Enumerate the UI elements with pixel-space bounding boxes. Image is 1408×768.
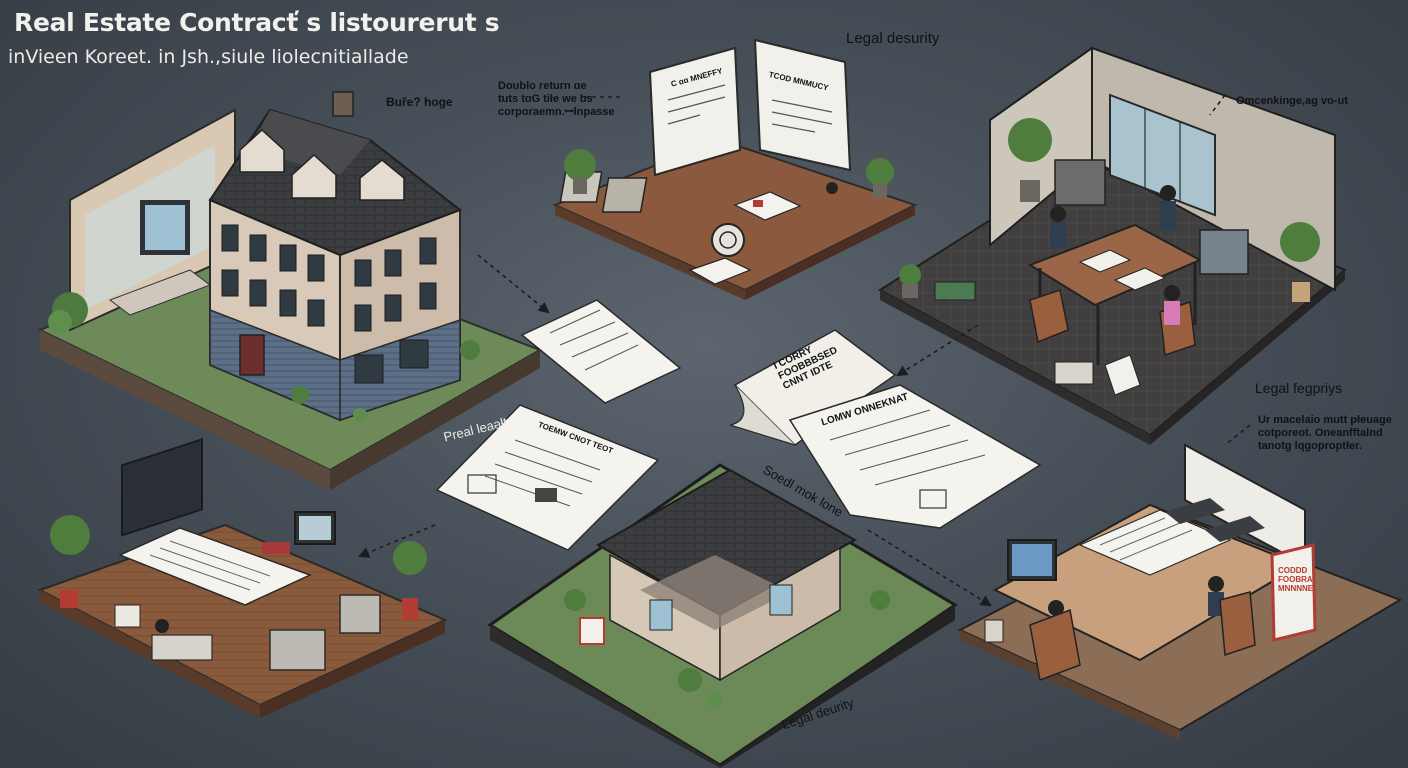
house-scene (37, 91, 543, 490)
office-scene (878, 46, 1347, 445)
home-office-scene (37, 438, 448, 718)
arrow-house-to-doc (477, 254, 550, 314)
document-center-left-top (520, 299, 682, 404)
label-double-return: Doublo return ɑe tuts tɑG tiłe we bs cor… (498, 80, 615, 118)
leader-registry (1224, 424, 1251, 446)
label-legal-registry: Legal fegpriys (1255, 380, 1343, 396)
workstation-scene (957, 443, 1403, 740)
page-subtitle: inVieen Koreet. in Jsh.,siule liolecniti… (8, 46, 409, 68)
label-registry-note: Ur macelaio mutt płeuage cotporeot. Onea… (1258, 414, 1392, 452)
arrow-doc-to-home-office (357, 524, 436, 558)
contract-board-right (753, 38, 852, 172)
page-title: Real Estate Contracť s listourerut s (14, 8, 500, 37)
contract-board-left (648, 46, 742, 177)
small-house-scene (487, 463, 958, 768)
sign-right-text: CODDD FOOBRA MNNNNE (1278, 566, 1314, 593)
label-buyer-house: Buře? hoge (386, 95, 453, 109)
document-desk-scene (552, 38, 918, 300)
document-center-left (435, 404, 660, 551)
document-center-right (729, 329, 1042, 529)
label-legal-security-top: Legal desurity (846, 30, 940, 47)
connector-arrows (357, 94, 1251, 607)
label-ownership-right: Omcenkinge,ag vo-ut (1236, 95, 1348, 107)
